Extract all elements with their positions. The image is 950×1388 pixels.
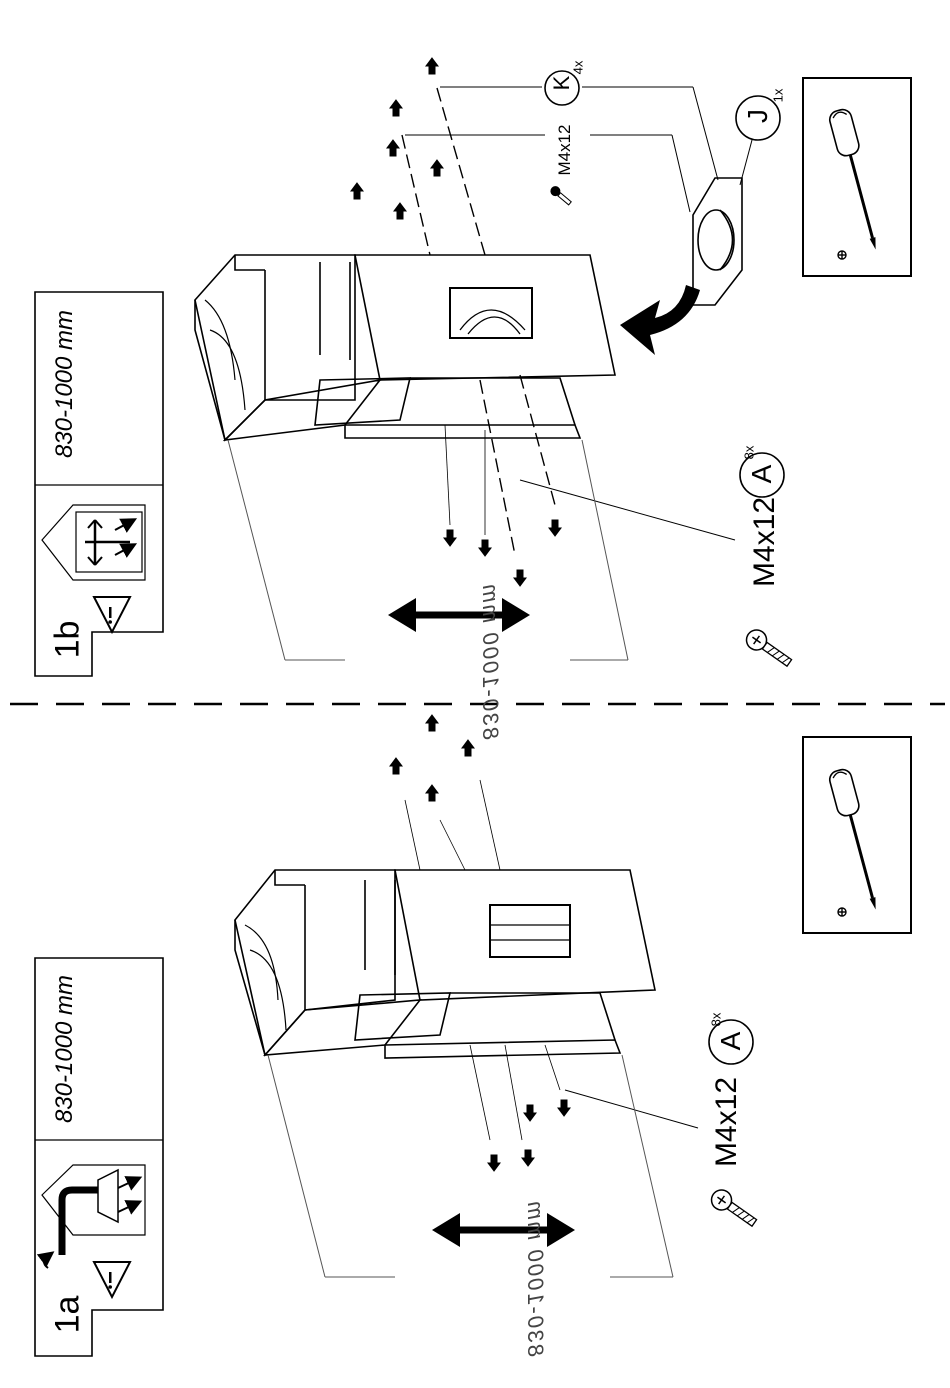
double-arrow-1a [432, 1213, 575, 1247]
screw-a-qty-1a: 8x [709, 1008, 724, 1032]
double-arrow-1b [388, 598, 530, 632]
duct-adapter-j [693, 178, 742, 305]
dimension-1b [228, 440, 628, 660]
step-number-1a: 1a [49, 1285, 88, 1345]
lift-bend-icon [42, 1165, 145, 1268]
phillips-symbol [838, 251, 846, 259]
screw-a-size-1a: M4x12 [710, 1067, 744, 1177]
dimension-label-1b: 830-1000 mm [477, 551, 503, 771]
phillips-symbol [838, 908, 846, 916]
rotate-arrow-icon [620, 285, 700, 355]
range-label-1a: 830-1000 mm [51, 949, 79, 1149]
screw-k-size-1b: M4x12 [555, 120, 575, 180]
warning-triangle-icon [94, 597, 130, 632]
screw-icon [548, 184, 573, 207]
screw-icon [708, 1186, 760, 1231]
part-j-letter-1b: J [742, 100, 774, 132]
cabinet-1b [195, 255, 615, 440]
dimension-label-1a: 830-1000 mm [522, 1168, 548, 1388]
cabinet-1a [235, 870, 655, 1058]
screwdriver-icon [828, 108, 887, 253]
screw-a-qty-1b: 8x [742, 441, 757, 465]
screwdriver-icon [828, 768, 887, 913]
range-label-1b: 830-1000 mm [51, 284, 79, 484]
screw-a-size-1b: M4x12 [748, 487, 782, 597]
step-number-1b: 1b [49, 610, 88, 670]
lift-two-person-icon [42, 505, 145, 580]
screw-k-qty-1b: 4x [571, 56, 586, 80]
warning-triangle-icon [94, 1262, 130, 1297]
part-j-qty-1b: 1x [771, 84, 786, 108]
dimension-1a [268, 1055, 673, 1277]
screw-icon [743, 626, 795, 671]
